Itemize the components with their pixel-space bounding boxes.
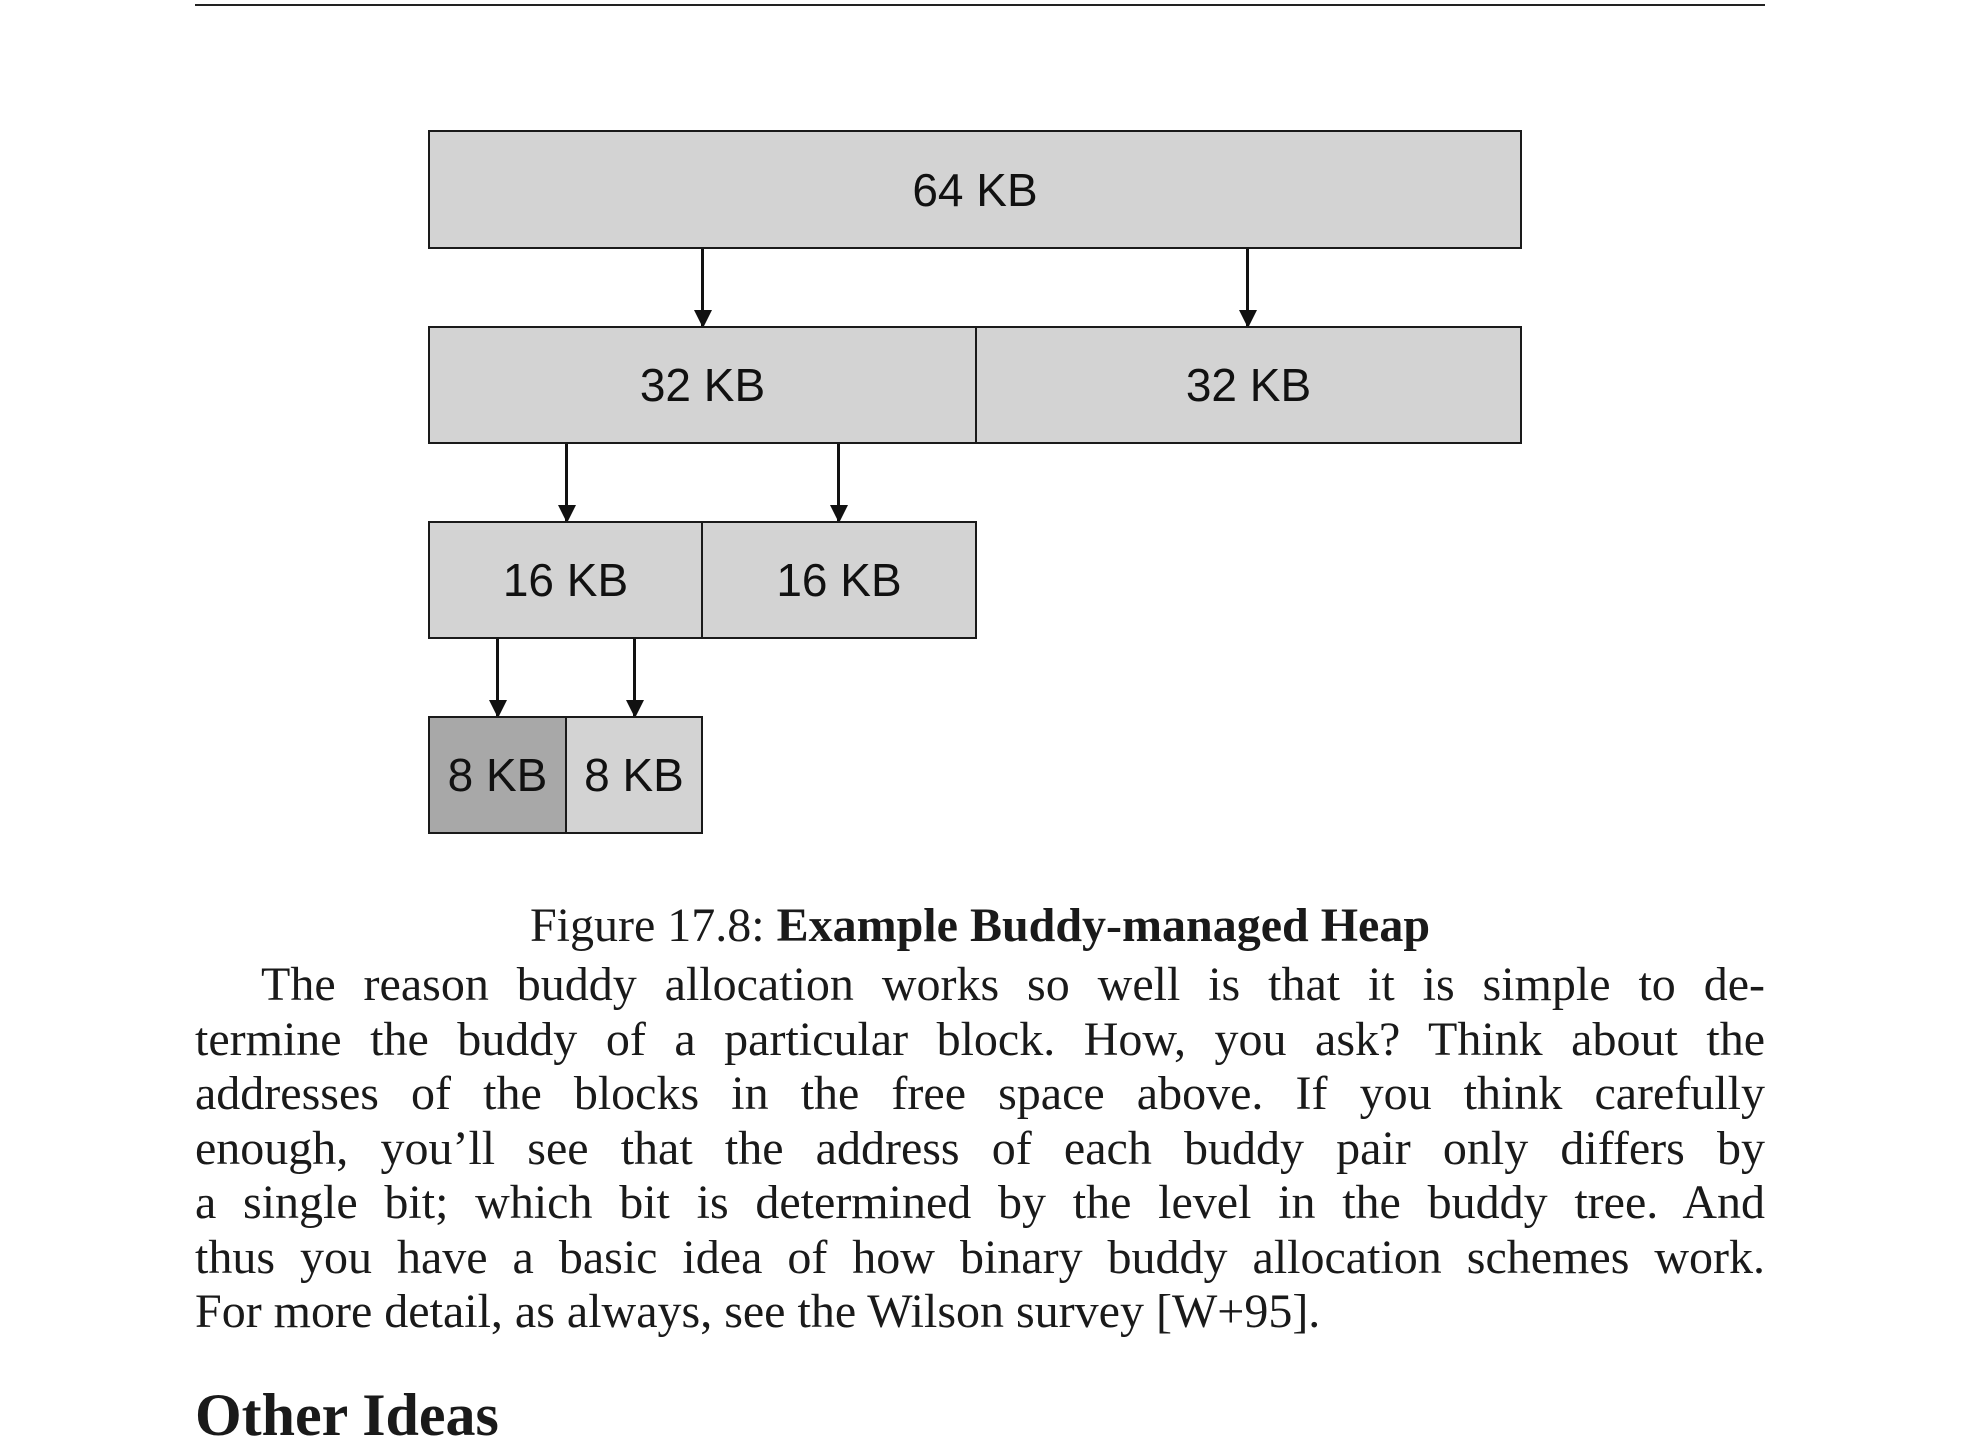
paragraph-line: a single bit; which bit is determined by…: [195, 1176, 1765, 1229]
arrow-16-to-8-right: [626, 639, 644, 718]
block-8kb-right: 8 KB: [565, 716, 703, 834]
arrow-32-to-16-left: [558, 444, 576, 523]
paragraph-line: For more detail, as always, see the Wils…: [195, 1285, 1321, 1338]
paragraph-line: enough, you’ll see that the address of e…: [195, 1121, 1765, 1175]
block-8kb-left-allocated: 8 KB: [428, 716, 567, 834]
page-top-rule: [195, 4, 1765, 6]
paragraph-line: termine the buddy of a particular block.…: [195, 1012, 1765, 1066]
arrow-64-to-32-right: [1239, 249, 1257, 328]
section-heading: Other Ideas: [195, 1382, 499, 1448]
paragraph-line: addresses of the blocks in the free spac…: [195, 1067, 1765, 1120]
block-32kb-right: 32 KB: [975, 326, 1522, 444]
body-paragraph: The reason buddy allocation works so wel…: [195, 958, 1765, 1340]
paragraph-line: thus you have a basic idea of how binary…: [195, 1230, 1765, 1284]
caption-title: Example Buddy-managed Heap: [776, 899, 1431, 952]
arrow-64-to-32-left: [694, 249, 712, 328]
block-64kb: 64 KB: [428, 130, 1522, 249]
caption-prefix: Figure 17.8:: [529, 899, 777, 952]
arrow-16-to-8-left: [489, 639, 507, 718]
block-16kb-left: 16 KB: [428, 521, 703, 639]
buddy-heap-diagram: 64 KB 32 KB 32 KB 16 KB 16 KB 8 KB 8 KB: [428, 130, 1522, 834]
block-32kb-left: 32 KB: [428, 326, 977, 444]
figure-caption: Figure 17.8: Example Buddy-managed Heap: [195, 896, 1765, 956]
arrow-32-to-16-right: [830, 444, 848, 523]
block-16kb-right: 16 KB: [701, 521, 977, 639]
paragraph-line: The reason buddy allocation works so wel…: [261, 958, 1765, 1011]
